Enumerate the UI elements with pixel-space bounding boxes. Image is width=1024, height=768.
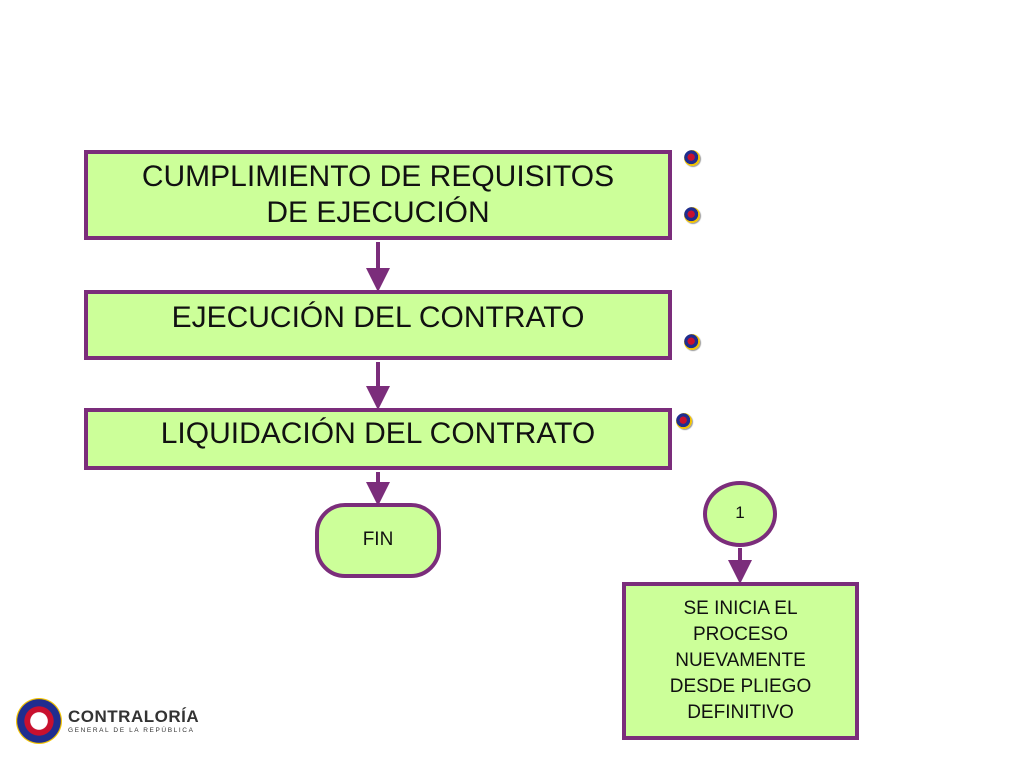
- connector-label: 1: [735, 503, 745, 522]
- connector-circle: 1: [703, 481, 777, 547]
- step-execution-box: EJECUCIÓN DEL CONTRATO: [84, 290, 672, 360]
- step-requirements-label: CUMPLIMIENTO DE REQUISITOS DE EJECUCIÓN: [141, 160, 615, 229]
- contraloria-logo: CONTRALORÍA GENERAL DE LA REPÚBLICA: [16, 692, 200, 750]
- bullet-icon: [676, 413, 692, 429]
- logo-name: CONTRALORÍA: [68, 706, 200, 726]
- bullet-icon: [684, 334, 700, 350]
- logo-subtitle: GENERAL DE LA REPÚBLICA: [68, 726, 195, 734]
- step-requirements-box: CUMPLIMIENTO DE REQUISITOS DE EJECUCIÓN: [84, 150, 672, 240]
- step-liquidation-box: LIQUIDACIÓN DEL CONTRATO: [84, 408, 672, 470]
- restart-note-box: SE INICIA EL PROCESO NUEVAMENTE DESDE PL…: [622, 582, 859, 740]
- bullet-icon: [684, 207, 700, 223]
- contraloria-seal-icon: [16, 698, 62, 744]
- step-execution-label: EJECUCIÓN DEL CONTRATO: [171, 301, 585, 334]
- end-label: FIN: [362, 529, 394, 550]
- bullet-icon: [684, 150, 700, 166]
- logo-text: CONTRALORÍA GENERAL DE LA REPÚBLICA: [68, 706, 200, 735]
- restart-note-label: SE INICIA EL PROCESO NUEVAMENTE DESDE PL…: [669, 598, 812, 723]
- step-liquidation-label: LIQUIDACIÓN DEL CONTRATO: [160, 417, 596, 450]
